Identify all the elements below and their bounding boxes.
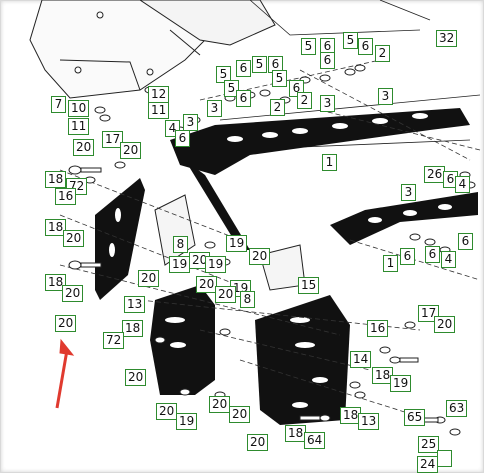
callout-label: 12 [148,86,170,103]
callout-label: 11 [148,102,170,119]
callout-label: 32 [436,30,458,47]
callout-label: 20 [247,434,269,451]
callout-label: 6 [358,38,373,55]
callout-label: 18 [45,219,67,236]
callout-label: 3 [401,184,416,201]
callout-label: 17 [102,131,124,148]
callout-label: 19 [205,256,227,273]
callout-label: 4 [455,176,470,193]
callout-label: 20 [434,316,456,333]
callout-label: 20 [215,286,237,303]
callout-label: 19 [169,256,191,273]
callout-label: 18 [45,274,67,291]
callout-label: 19 [390,375,412,392]
callout-label: 20 [249,248,271,265]
callout-label: 1 [322,154,337,171]
support-strip [185,160,250,250]
callout-label: 18 [372,367,394,384]
callout-label: 11 [68,118,90,135]
callout-label: 20 [209,396,231,413]
callout-label: 5 [301,38,316,55]
callout-label: 65 [404,409,426,426]
callout-label: 3 [183,114,198,131]
callout-label: 5 [343,32,358,49]
callout-label: 18 [122,320,144,337]
callout-label: 16 [367,320,389,337]
red-arrow-icon [55,338,75,409]
scraper-bar-upper [170,108,470,175]
callout-label: 17 [418,305,440,322]
callout-label: 5 [216,66,231,83]
callout-label: 2 [297,92,312,109]
callout-label: 20 [73,139,95,156]
callout-label: 20 [62,285,84,302]
callout-label: 20 [229,406,251,423]
callout-label: 18 [45,171,67,188]
callout-label: 19 [226,235,248,252]
callout-label: 63 [446,400,468,417]
callout-label: 8 [173,236,188,253]
callout-label: 6 [425,246,440,263]
callout-label: 2 [270,99,285,116]
callout-label: 13 [358,413,380,430]
callout-label: 5 [252,56,267,73]
plate-14 [150,285,215,395]
callout-label: 6 [400,248,415,265]
callout-label: 3 [207,100,222,117]
callout-label: 6 [268,56,283,73]
callout-label: 8 [240,291,255,308]
callout-label: 6 [175,130,190,147]
callout-label: 72 [103,332,125,349]
callout-label: 19 [176,413,198,430]
callout-label: 20 [55,315,77,332]
callout-label: 64 [304,432,326,449]
callout-label: 20 [156,403,178,420]
callout-label: 6 [236,90,251,107]
callout-label: 20 [120,142,142,159]
callout-label: 24 [417,456,439,473]
callout-label: 6 [320,52,335,69]
callout-label: 3 [320,95,335,112]
callout-label: 5 [224,80,239,97]
callout-label: 6 [458,233,473,250]
callout-label: 2 [375,45,390,62]
callout-label: 10 [68,100,90,117]
plate-13-lower [255,295,350,425]
callout-label: 5 [272,70,287,87]
callout-label: 1 [383,255,398,272]
callout-label: 20 [138,270,160,287]
callout-label: 20 [63,230,85,247]
callout-label: 6 [236,60,251,77]
callout-label: 20 [196,276,218,293]
callout-label: 20 [125,369,147,386]
callout-label: 14 [350,351,372,368]
callout-label: 4 [441,251,456,268]
callout-label: 3 [378,88,393,105]
callout-label: 13 [124,296,146,313]
callout-label: 25 [418,436,440,453]
callout-label: 7 [51,96,66,113]
mounting-plate [29,0,276,99]
callout-label [437,450,452,467]
callout-label: 16 [55,188,77,205]
callout-label: 15 [298,277,320,294]
